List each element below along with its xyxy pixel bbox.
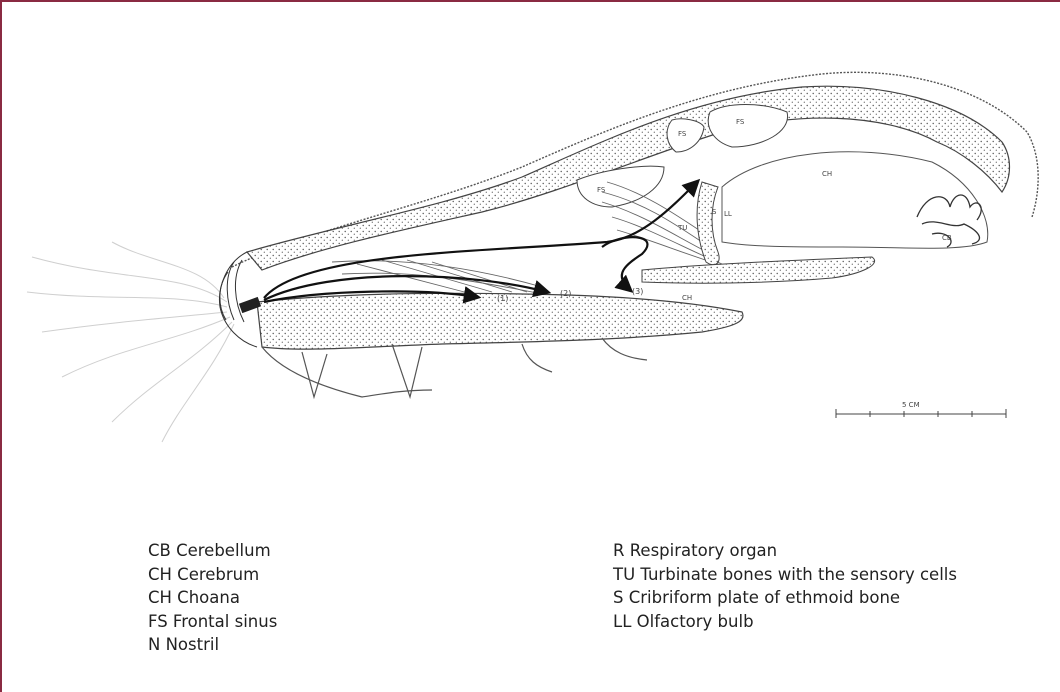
legend-item-n: N Nostril xyxy=(148,633,277,657)
legend-item-fs: FS Frontal sinus xyxy=(148,610,277,634)
airflow-label-1: (1) xyxy=(497,294,508,303)
cribriform-plate xyxy=(697,182,719,265)
airflow-label-2: (2) xyxy=(560,289,571,298)
scale-bar-label: 5 CM xyxy=(902,401,920,409)
legend-item-cb: CB Cerebellum xyxy=(148,539,277,563)
legend-right: R Respiratory organ TU Turbinate bones w… xyxy=(613,539,957,633)
label-cb: CB xyxy=(942,234,952,242)
scale-bar xyxy=(836,409,1006,418)
choana-band xyxy=(642,257,875,283)
legend-item-r: R Respiratory organ xyxy=(613,539,957,563)
label-ll: LL xyxy=(724,210,732,218)
label-ch-choana: CH xyxy=(682,294,692,302)
label-tu: TU xyxy=(677,224,687,232)
whiskers xyxy=(27,242,234,442)
legend-item-s: S Cribriform plate of ethmoid bone xyxy=(613,586,957,610)
legend-item-ll: LL Olfactory bulb xyxy=(613,610,957,634)
airflow-path-3 xyxy=(602,237,647,290)
legend-item-ch-cerebrum: CH Cerebrum xyxy=(148,563,277,587)
label-s: S xyxy=(712,208,717,216)
airflow-label-3: (3) xyxy=(632,287,643,296)
label-fs-upper: FS xyxy=(678,130,687,138)
legend-item-ch-choana: CH Choana xyxy=(148,586,277,610)
legend-item-tu: TU Turbinate bones with the sensory cell… xyxy=(613,563,957,587)
label-fs-upper-right: FS xyxy=(736,118,745,126)
frontal-sinus-1 xyxy=(708,105,787,148)
label-fs-mid: FS xyxy=(597,186,606,194)
dog-nasal-cavity-diagram: FS FS FS CB CH S LL TU CH (1) (2) (3) 5 … xyxy=(2,2,1060,532)
label-ch-brain: CH xyxy=(822,170,832,178)
legend-left: CB Cerebellum CH Cerebrum CH Choana FS F… xyxy=(148,539,277,657)
